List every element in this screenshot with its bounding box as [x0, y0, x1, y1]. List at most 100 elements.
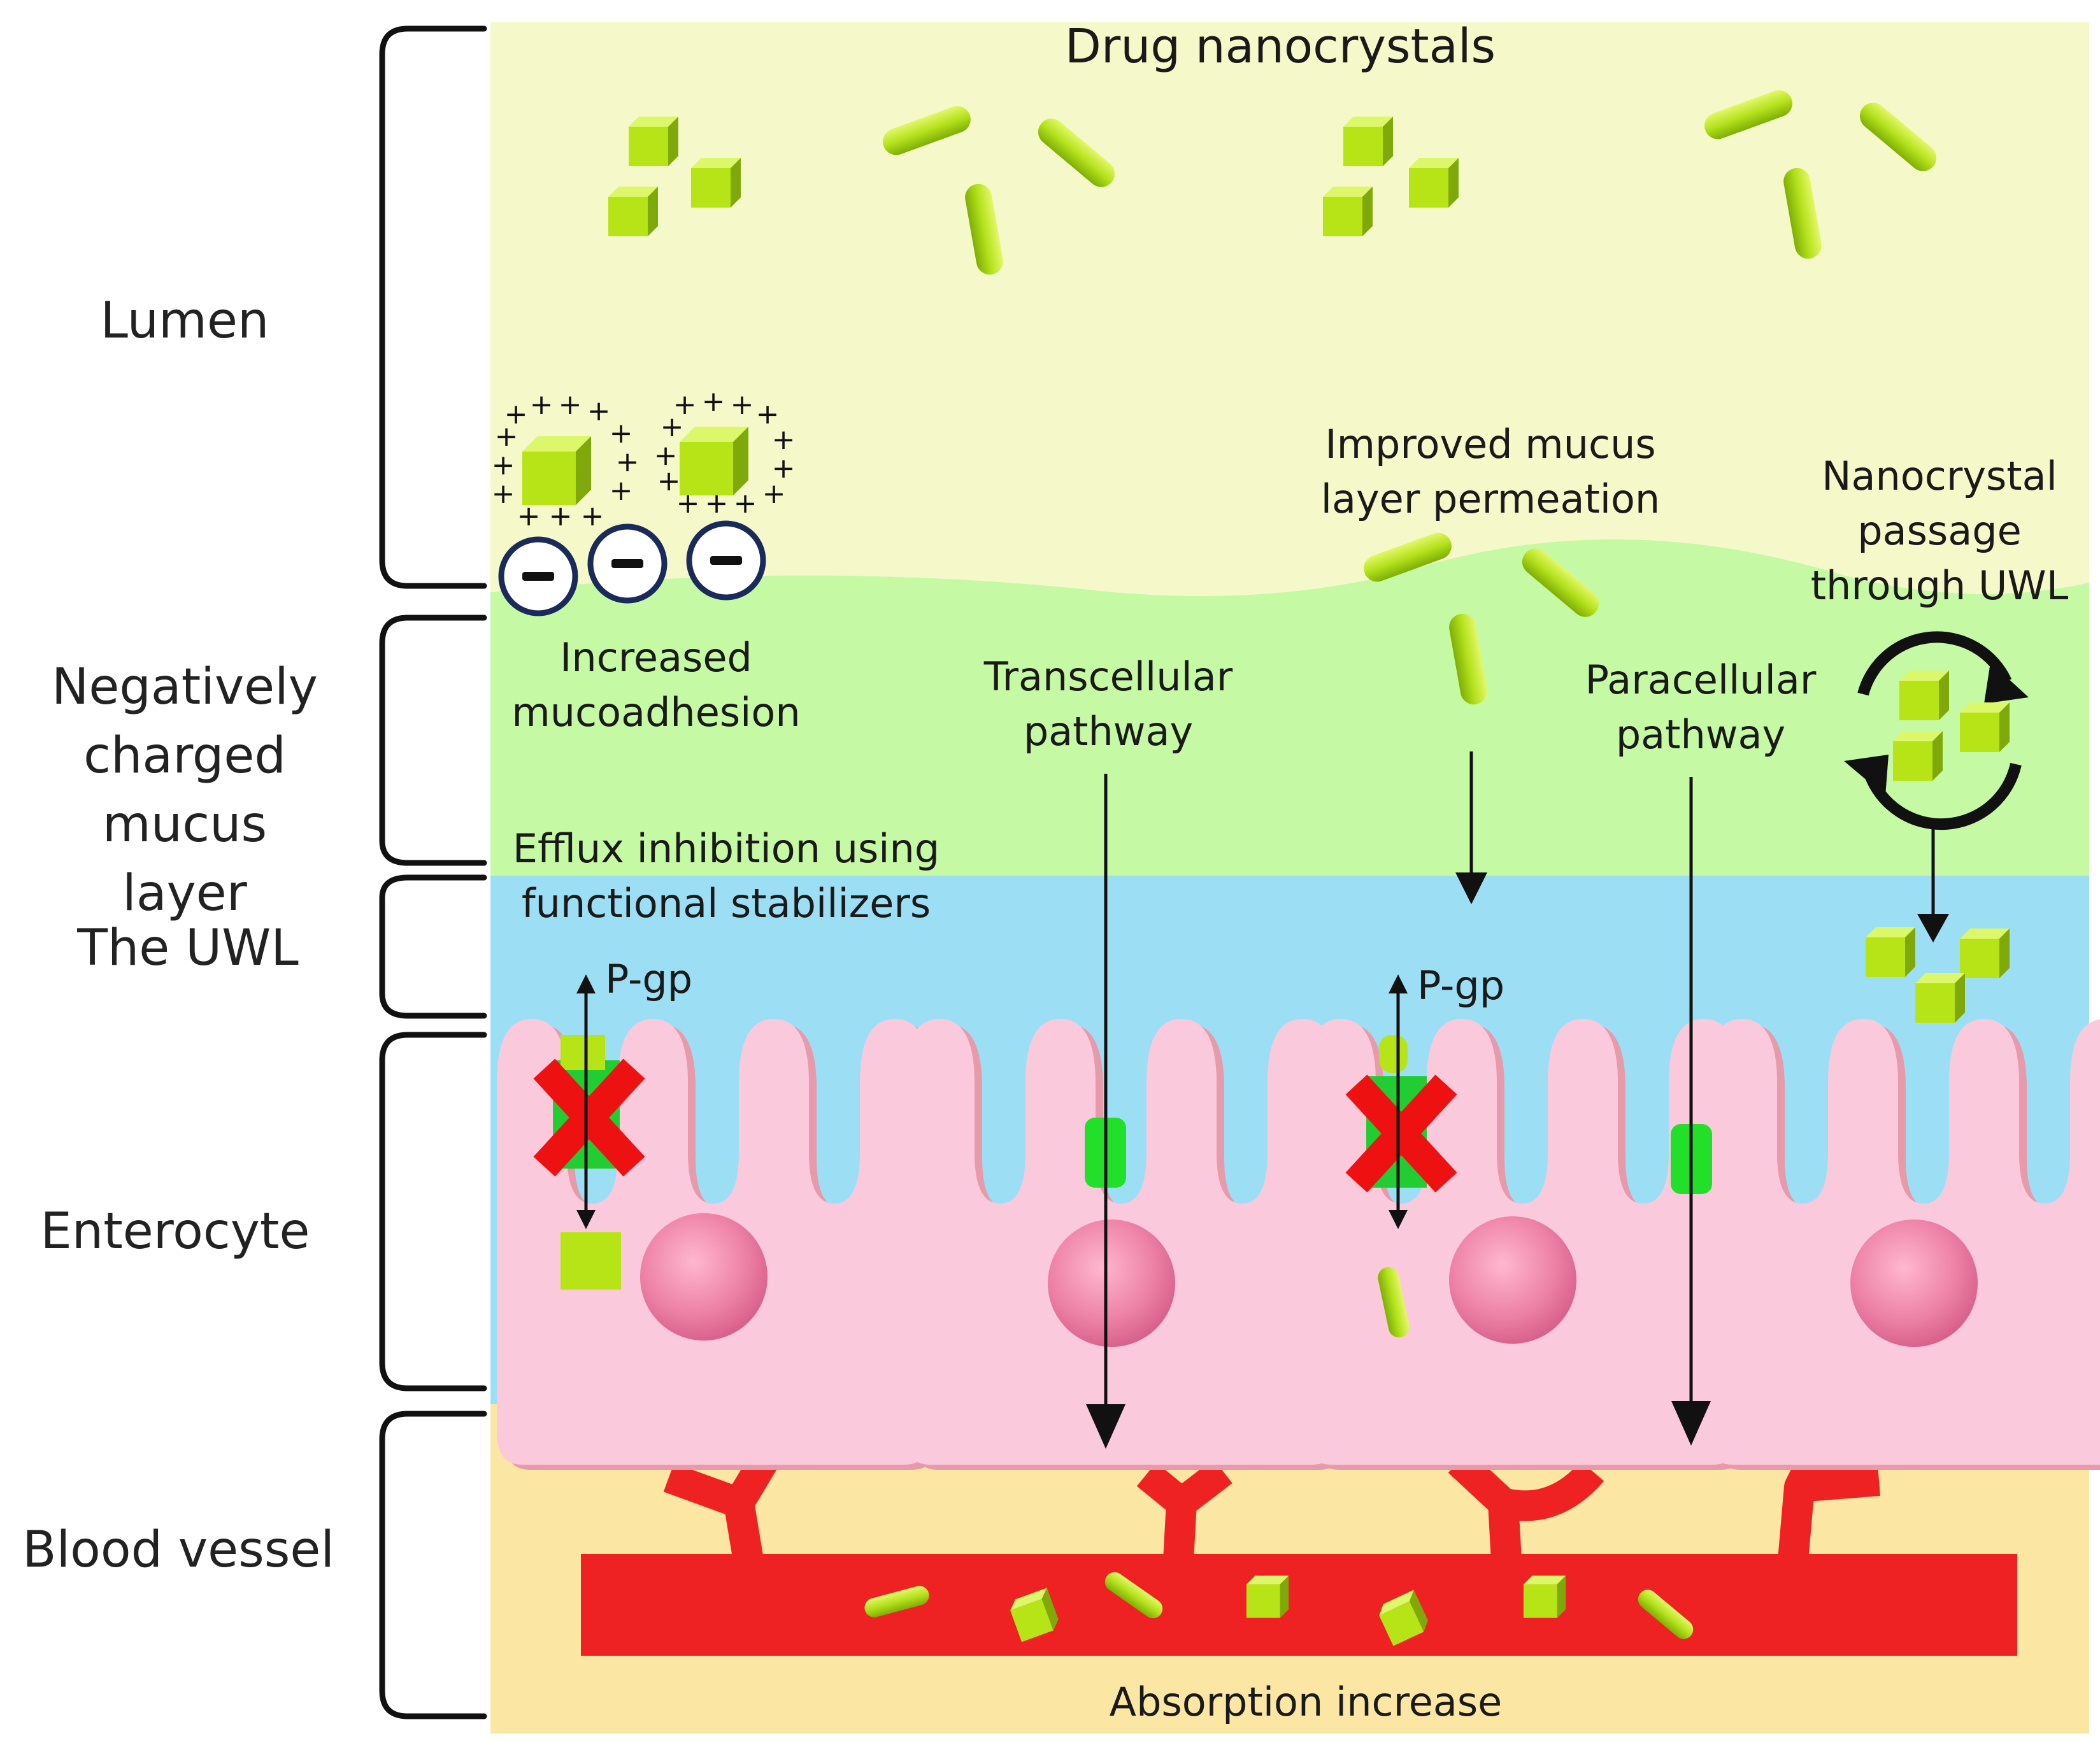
nanocrystal-cube	[1915, 973, 1965, 1023]
improved-mucus-line-2: layer permeation	[1320, 476, 1661, 522]
pathway-arrows	[584, 751, 1935, 1436]
svg-text:+: +	[756, 398, 780, 430]
label-absorption-increase: Absorption increase	[1109, 1679, 1503, 1725]
svg-text:+: +	[657, 465, 681, 497]
nanocrystal-cube	[1409, 158, 1459, 208]
negative-mucin	[498, 520, 766, 616]
svg-text:+: +	[517, 500, 541, 532]
region-label-uwl: The UWL	[77, 920, 299, 977]
svg-text:+: +	[492, 449, 515, 481]
label-mucoadhesion: Increased mucoadhesion	[484, 630, 828, 740]
circular-arrow-icon	[1857, 631, 2012, 696]
nanocrystal-cube	[1343, 117, 1393, 166]
svg-text:+: +	[581, 500, 604, 532]
bracket-enterocyte	[379, 1032, 487, 1391]
nucleus	[640, 1213, 768, 1341]
bracket-mucus	[379, 615, 487, 866]
nanocrystal-cube	[629, 117, 678, 166]
label-improved-mucus-permeation: Improved mucus layer permeation	[1306, 417, 1675, 527]
nanocrystal-cube	[1246, 1576, 1289, 1618]
region-label-mucus: Negatively charged mucus layer	[0, 653, 369, 928]
mucus-label-line-1: Negatively	[52, 658, 318, 716]
mucoadhesion-illustration: ++++ +++ +++ +++ ++++ +++ +++ +++	[492, 385, 796, 616]
efflux-line-1: Efflux inhibition using	[512, 825, 940, 872]
transcellular-line-1: Transcellular	[983, 653, 1233, 700]
circular-arrow-head	[1984, 662, 2029, 704]
svg-text:+: +	[731, 388, 754, 421]
nanocrystal-cube	[1899, 671, 1949, 720]
circular-arrow-icon	[1864, 763, 2022, 830]
nanocrystal-cube	[608, 187, 658, 236]
positive-charges: ++++ +++ +++ +++ ++++ +++ +++ +++	[492, 385, 796, 532]
label-transcellular-pathway: Transcellular pathway	[943, 650, 1274, 759]
svg-text:+: +	[762, 478, 786, 510]
region-label-lumen: Lumen	[100, 292, 269, 350]
nanocrystal-cube	[1323, 187, 1373, 236]
svg-text:+: +	[549, 500, 573, 532]
svg-text:+: +	[661, 411, 684, 443]
label-paracellular-pathway: Paracellular pathway	[1535, 653, 1866, 762]
svg-text:+: +	[587, 395, 611, 427]
svg-text:+: +	[610, 417, 633, 450]
svg-text:+: +	[673, 388, 697, 421]
absorbed-nanocrystal	[561, 1232, 621, 1290]
circular-arrow-head	[1844, 755, 1889, 796]
inhibition-x-icon	[533, 1058, 1457, 1193]
minus-signs	[522, 556, 742, 581]
nucleus	[1449, 1216, 1576, 1344]
nanocrystal-cube	[1960, 702, 2010, 752]
svg-text:+: +	[676, 487, 700, 520]
bracket-uwl	[379, 874, 487, 1019]
svg-text:+: +	[654, 439, 678, 472]
svg-text:+: +	[492, 478, 515, 510]
transcellular-line-2: pathway	[1023, 708, 1194, 755]
svg-text:+: +	[495, 420, 518, 453]
improved-mucus-line-1: Improved mucus	[1325, 421, 1656, 467]
label-pgp-left: P-gp	[605, 956, 693, 1002]
nanocrystal-cube	[1866, 927, 1915, 977]
svg-text:+: +	[616, 446, 639, 478]
nanocrystal-cube	[1523, 1576, 1566, 1618]
mucoadhesion-line-2: mucoadhesion	[511, 689, 801, 736]
svg-text:+: +	[504, 398, 528, 430]
passage-line-2: passage	[1857, 508, 2022, 554]
uwl-passage-illustration	[1844, 631, 2029, 1023]
arrow-heads	[576, 872, 1949, 1449]
mucus-label-line-2: charged mucus	[83, 727, 286, 853]
diagram-title: Drug nanocrystals	[1064, 19, 1496, 74]
mucoadhesion-line-1: Increased	[560, 634, 752, 681]
paracellular-line-2: pathway	[1615, 711, 1786, 758]
svg-text:+: +	[702, 385, 725, 418]
nanocrystal-cube	[1893, 731, 1943, 781]
label-nanocrystal-passage-uwl: Nanocrystal passage through UWL	[1780, 449, 2099, 613]
paracellular-line-1: Paracellular	[1585, 657, 1817, 703]
cell-nuclei	[640, 1213, 1978, 1347]
svg-text:+: +	[772, 423, 796, 456]
label-efflux-inhibition: Efflux inhibition using functional stabi…	[497, 822, 955, 931]
bracket-blood	[379, 1411, 487, 1719]
blood-vessel	[581, 1554, 2017, 1656]
nucleus	[1048, 1220, 1175, 1347]
blocked-nanocrystal	[561, 1035, 605, 1070]
charged-nanocrystal	[522, 436, 591, 505]
mucus-label-line-3: layer	[122, 865, 247, 922]
region-brackets	[379, 25, 487, 1719]
nanocrystal-cube	[1960, 928, 2010, 978]
svg-text:+: +	[530, 388, 554, 421]
region-label-enterocyte: Enterocyte	[40, 1203, 310, 1260]
region-label-blood-vessel: Blood vessel	[22, 1521, 334, 1579]
bracket-lumen	[379, 25, 487, 589]
svg-text:+: +	[610, 474, 633, 507]
passage-line-1: Nanocrystal	[1822, 453, 2057, 499]
label-pgp-right: P-gp	[1417, 962, 1505, 1009]
svg-text:+: +	[734, 487, 757, 520]
efflux-line-2: functional stabilizers	[521, 880, 931, 927]
nanocrystal-cube	[691, 158, 741, 208]
passage-line-3: through UWL	[1810, 562, 2069, 609]
svg-text:+: +	[559, 388, 582, 421]
nucleus	[1850, 1220, 1978, 1347]
blocked-nanocrystal	[1379, 1035, 1408, 1073]
svg-text:+: +	[772, 452, 796, 485]
svg-text:+: +	[705, 487, 729, 520]
